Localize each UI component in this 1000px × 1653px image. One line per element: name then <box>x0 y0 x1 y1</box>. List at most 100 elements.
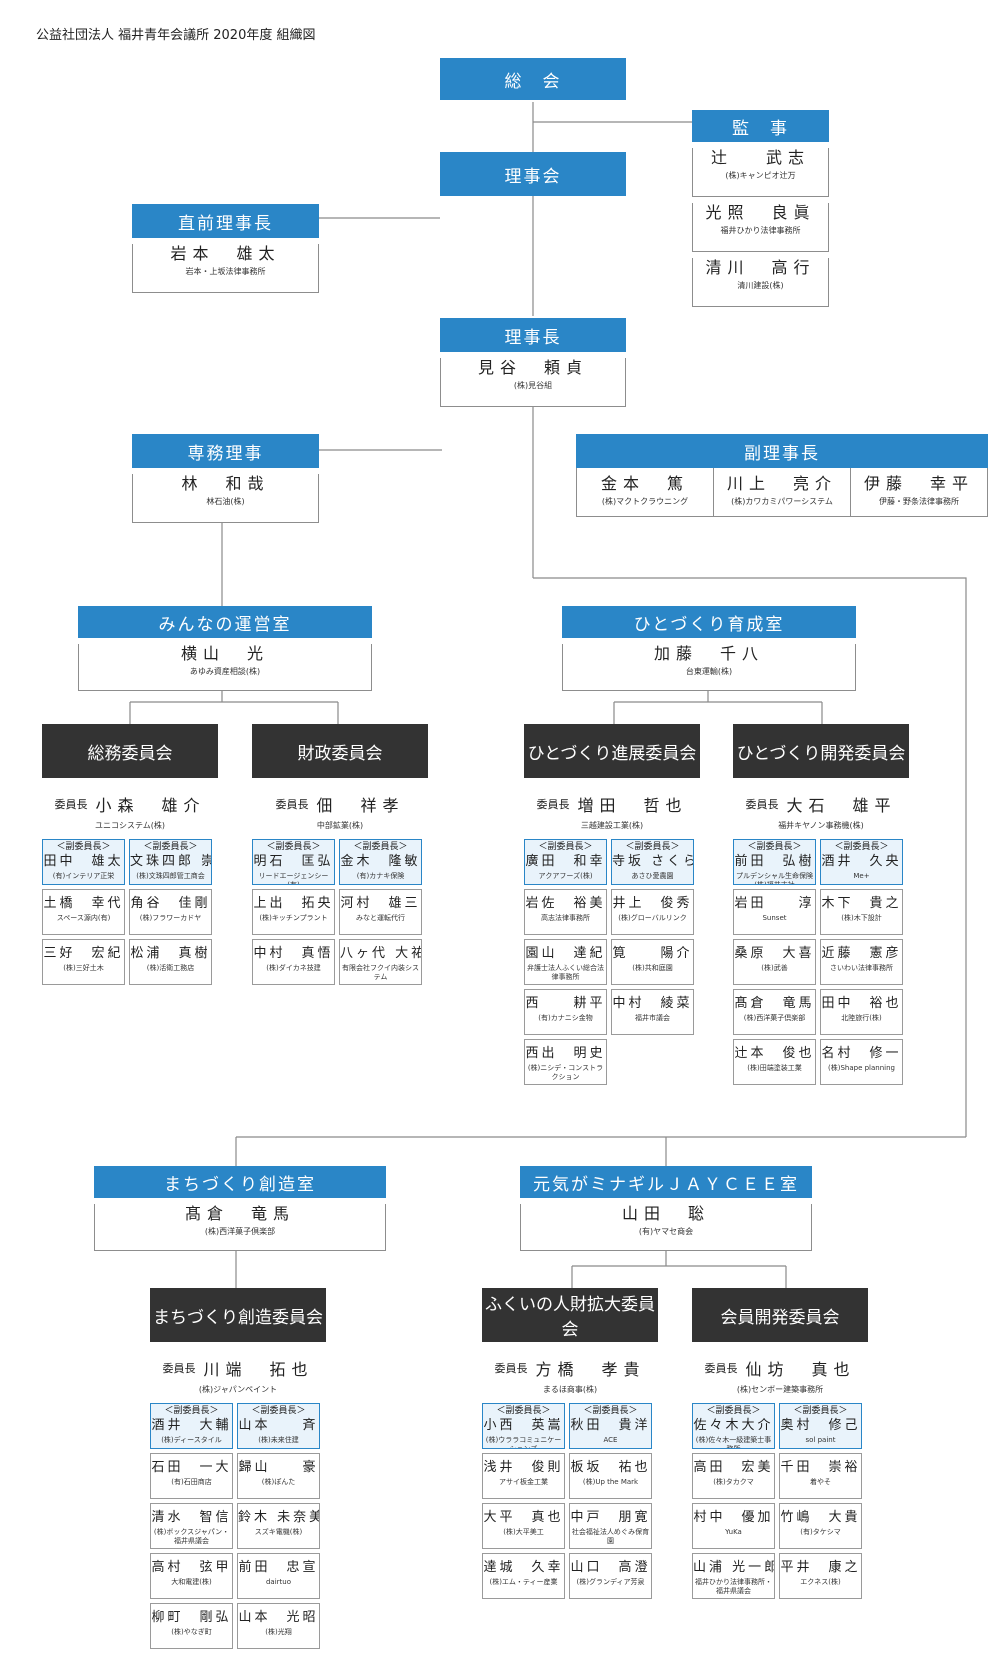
auditor-title: 監 事 <box>732 118 789 139</box>
member-cell: 筧 陽介(株)共和庭園 <box>611 939 694 985</box>
vice-chair-label: ＜副委員長＞ <box>706 1406 761 1416</box>
committee-title: 総務委員会 <box>87 743 173 764</box>
committee-chair: 委員長大石 雄平 <box>733 792 909 816</box>
member-name: 西出 明史 <box>525 1046 606 1061</box>
vice-chair-label: ＜副委員長＞ <box>583 1406 638 1416</box>
chair-label: 委員長 <box>704 1362 738 1375</box>
member-org: (株)フラワーカドヤ <box>139 914 202 922</box>
member-org: 福井ひかり法律事務所・ 福井県議会 <box>695 1578 772 1595</box>
person-org: 台東運輸(株) <box>685 667 733 676</box>
member-org: (有)タケシマ <box>800 1528 841 1536</box>
member-name: 前田 弘樹 <box>734 854 815 869</box>
committee-header: ふくいの人財拡大委員会 <box>482 1288 658 1342</box>
person-name: 岩本 雄太 <box>170 244 281 263</box>
member-org: YuKa <box>725 1528 742 1536</box>
member-name: 酒井 久央 <box>821 854 902 869</box>
member-cell: 角谷 佳剛 (株)フラワーカドヤ <box>129 889 212 935</box>
auditor-block: 監 事 辻 武志(株)キャンピオ辻万 光照 良眞福井ひかり法律事務所 清川 高行… <box>692 110 829 307</box>
auditor-cell: 辻 武志(株)キャンピオ辻万 <box>692 148 829 197</box>
member-org: (株)ダイカネ技建 <box>266 964 321 972</box>
member-name: 石田 一大 <box>151 1460 232 1475</box>
member-cell: 中村 真悟(株)ダイカネ技建 <box>252 939 335 985</box>
president-cell: 見谷 頼貞(株)見谷組 <box>440 358 626 407</box>
member-cell: 平井 康之エクネス(株) <box>779 1553 862 1599</box>
committee-chair: 委員長増田 哲也 <box>524 792 700 816</box>
member-org: (株)未来住建 <box>258 1436 299 1444</box>
member-cell: 山本 光昭(株)光翔 <box>237 1603 320 1649</box>
member-cell: 歸山 豪(株)ぽんた <box>237 1453 320 1499</box>
auditor-header: 監 事 <box>692 110 829 142</box>
person-org: (株)マクトクラウニング <box>601 497 689 506</box>
chair-label: 委員長 <box>745 798 779 811</box>
member-org: 北陸旅行(株) <box>841 1014 882 1022</box>
vice-chair-label: ＜副委員長＞ <box>266 842 321 852</box>
person-name: 辻 武志 <box>710 148 811 167</box>
member-cell: 西出 明史 (株)ニシデ・コンストラクション <box>524 1039 607 1085</box>
member-cell: 松浦 真樹(株)活衛工務店 <box>129 939 212 985</box>
member-cell: 土橋 幸代スペース源内(有) <box>42 889 125 935</box>
member-org: (株)Shape planning <box>828 1064 895 1072</box>
committee-header: 総務委員会 <box>42 724 218 778</box>
member-org: ACE <box>603 1436 618 1444</box>
committee-member-grid: ＜副委員長＞前田 弘樹プルデンシャル生命保険(株)福井支社＜副委員長＞酒井 久央… <box>733 839 903 1089</box>
chair-org: 福井キヤノン事務機(株) <box>778 821 864 830</box>
vice-president-title: 副理事長 <box>744 443 820 464</box>
member-org: (株)ニシデ・コンストラクション <box>527 1064 604 1081</box>
committee-block: 会員開発委員会委員長仙坊 真也(株)センボー建築事務所＜副委員長＞佐々木大介(株… <box>692 1288 868 1603</box>
member-cell: 三好 宏紀(株)三好土木 <box>42 939 125 985</box>
member-org: 福井市議会 <box>635 1014 670 1022</box>
member-name: 中村 綾菜 <box>612 996 693 1011</box>
member-cell: 山浦 光一郎福井ひかり法律事務所・ 福井県議会 <box>692 1553 775 1599</box>
person-name: 見谷 頼貞 <box>477 358 588 377</box>
member-name: 角谷 佳剛 <box>130 896 211 911</box>
person-org: 林石油(株) <box>206 497 245 506</box>
member-org: (株)西洋菓子倶楽部 <box>743 1014 806 1022</box>
member-org: さいわい法律事務所 <box>830 964 893 972</box>
member-cell: 西 耕平(有)カナニシ金物 <box>524 989 607 1035</box>
committee-member-grid: ＜副委員長＞田中 雄太(有)インテリア正栄＜副委員長＞文珠四郎 崇之(株)文珠四… <box>42 839 212 989</box>
member-org: 社会福祉法人めぐみ保育園 <box>571 1528 650 1545</box>
member-org: アサイ板金工業 <box>499 1478 548 1486</box>
member-name: 佐々木大介 <box>693 1418 774 1433</box>
member-org: (株)共和庭園 <box>632 964 673 972</box>
member-name: 河村 雄三 <box>340 896 421 911</box>
committee-block: 財政委員会委員長佃 祥孝中部鉱業(株)＜副委員長＞明石 匡弘リードエージェンシー… <box>252 724 428 989</box>
office-title: みんなの運営室 <box>158 614 292 635</box>
committee-chair: 委員長川端 拓也 <box>150 1356 326 1380</box>
member-name: 髙倉 竜馬 <box>734 996 815 1011</box>
vice-chair-cell: ＜副委員長＞田中 雄太(有)インテリア正栄 <box>42 839 125 885</box>
member-org: (株)ボックスジャパン・ 福井県議会 <box>153 1528 230 1545</box>
vice-chair-label: ＜副委員長＞ <box>353 842 408 852</box>
chair-label: 委員長 <box>536 798 570 811</box>
committee-title: ひとづくり開発委員会 <box>736 743 906 764</box>
president-block: 理事長 見谷 頼貞(株)見谷組 <box>440 318 626 407</box>
member-org: (株)ぽんた <box>261 1478 296 1486</box>
office-header: 元気がミナギルＪＡＹＣＥＥ室 <box>520 1166 812 1198</box>
member-org: (株)三好土木 <box>63 964 104 972</box>
member-cell: 中戸 朋寛社会福祉法人めぐみ保育園 <box>569 1503 652 1549</box>
member-org: Sunset <box>762 914 787 922</box>
chair-label: 委員長 <box>162 1362 196 1375</box>
office-header: ひとづくり育成室 <box>562 606 856 638</box>
member-name: 村中 優加 <box>693 1510 774 1525</box>
member-name: 山口 高澄 <box>570 1560 651 1575</box>
committee-member-grid: ＜副委員長＞酒井 大輔(株)ディースタイル＜副委員長＞山本 斉(株)未来住建石田… <box>150 1403 320 1653</box>
member-org: (株)Up the Mark <box>582 1478 639 1486</box>
member-org: プルデンシャル生命保険(株)福井支社 <box>736 872 813 885</box>
vice-president-row: 金本 篤(株)マクトクラウニング 川上 亮介(株)カワカミパワーシステム 伊藤 … <box>576 468 988 517</box>
committee-chair: 委員長仙坊 真也 <box>692 1356 868 1380</box>
person-org: 伊藤・野条法律事務所 <box>879 497 959 506</box>
member-name: 中戸 朋寛 <box>570 1510 651 1525</box>
page-title: 公益社団法人 福井青年会議所 2020年度 組織図 <box>36 28 316 43</box>
vice-chair-label: ＜副委員長＞ <box>793 1406 848 1416</box>
person-org: 清川建設(株) <box>737 281 784 290</box>
person-name: 伊藤 幸平 <box>863 474 974 493</box>
committee-title: まちづくり創造委員会 <box>153 1307 323 1328</box>
member-cell: 田中 裕也北陸旅行(株) <box>820 989 903 1035</box>
member-name: 園山 達紀 <box>525 946 606 961</box>
member-name: 山本 光昭 <box>238 1610 319 1625</box>
member-org: (有)カナニシ金物 <box>538 1014 593 1022</box>
office-block: ひとづくり育成室 加藤 千八台東運輸(株) <box>562 606 856 691</box>
member-cell: 木下 貴之(株)木下設計 <box>820 889 903 935</box>
